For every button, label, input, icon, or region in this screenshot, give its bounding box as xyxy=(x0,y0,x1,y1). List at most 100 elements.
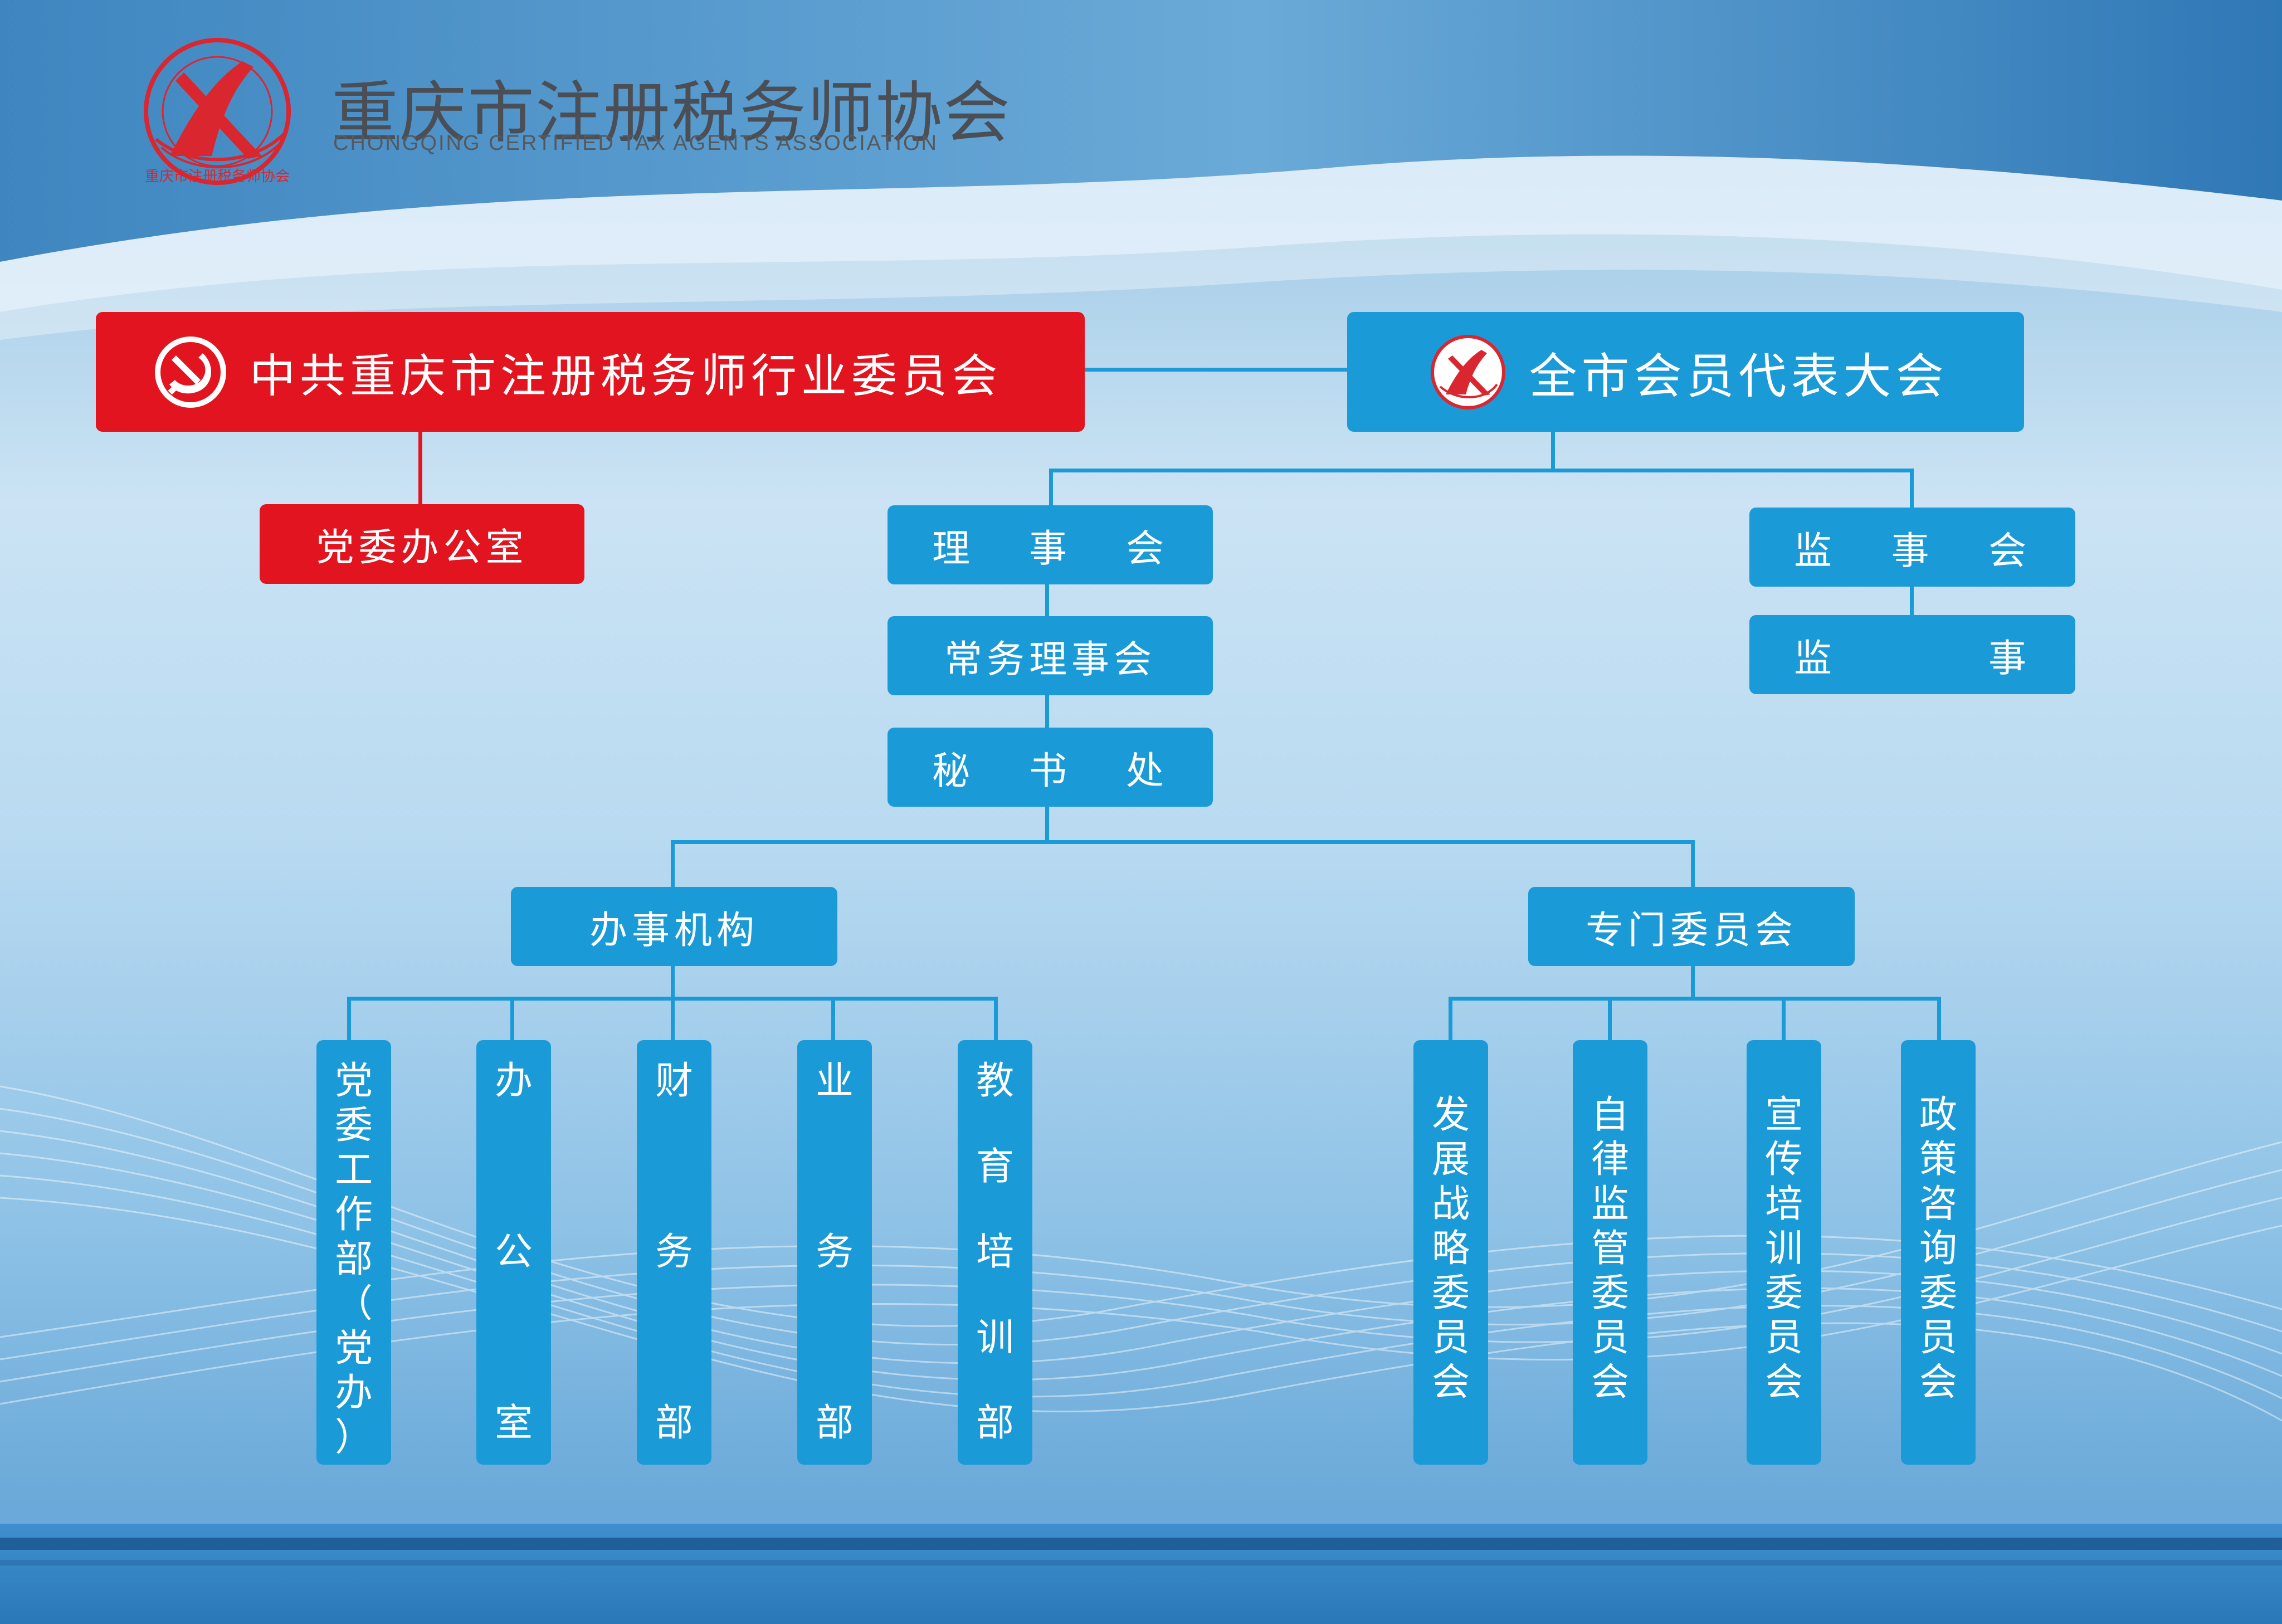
connector-comm-1 xyxy=(1449,997,1452,1041)
secretariat-char: 处 xyxy=(1125,749,1168,793)
connector-committees-bar xyxy=(1449,997,1941,1001)
department-finance: 财 务 部 xyxy=(637,1040,711,1465)
connector-comm-4 xyxy=(1937,997,1941,1041)
member-assembly-node: 全市会员代表大会 xyxy=(1347,312,2024,432)
committee-char: 会 xyxy=(1591,1360,1629,1404)
council-char: 事 xyxy=(1028,526,1071,571)
dept-char: 办 xyxy=(494,1059,533,1103)
council-char: 会 xyxy=(1125,526,1168,571)
department-office: 办 公 室 xyxy=(476,1040,551,1465)
secretariat-char: 书 xyxy=(1028,749,1071,793)
connector-to-council xyxy=(1049,469,1053,508)
committee-char: 宣 xyxy=(1764,1093,1803,1137)
dept-char: 部 xyxy=(655,1401,693,1445)
dept-char: 业 xyxy=(815,1059,854,1103)
dept-char: 部 xyxy=(976,1401,1014,1445)
committee-char: 委 xyxy=(1591,1271,1629,1315)
connector-council-standing xyxy=(1045,583,1049,618)
committee-char: 自 xyxy=(1591,1093,1629,1137)
dept-char: （ xyxy=(334,1282,373,1326)
dept-char: 务 xyxy=(815,1230,854,1274)
party-committee-node: 中共重庆市注册税务师行业委员会 xyxy=(96,312,1085,432)
dept-char: 委 xyxy=(334,1104,373,1148)
offices-label: 办事机构 xyxy=(589,908,759,953)
dept-char: ） xyxy=(334,1416,373,1460)
dept-char: 办 xyxy=(334,1371,373,1415)
department-education-training: 教 育 培 训 部 xyxy=(958,1040,1032,1465)
dept-char: 训 xyxy=(976,1315,1014,1360)
connector-to-supervisory xyxy=(1910,469,1914,509)
party-office-node: 党委办公室 xyxy=(260,504,584,584)
committee-char: 会 xyxy=(1431,1360,1470,1404)
connector-party-office xyxy=(418,431,422,505)
secretariat-node: 秘 书 处 xyxy=(888,728,1213,807)
committee-char: 训 xyxy=(1764,1227,1803,1271)
dept-char: 育 xyxy=(976,1144,1014,1189)
supervisory-board-node: 监 事 会 xyxy=(1749,508,2075,587)
committee-char: 询 xyxy=(1919,1227,1957,1271)
connector-standing-secretariat xyxy=(1045,694,1049,729)
committee-char: 战 xyxy=(1431,1182,1470,1226)
dept-char: 务 xyxy=(655,1230,693,1274)
connector-dept-3 xyxy=(671,997,675,1041)
association-subtitle: CHONGQING CERTIFIED TAX AGENTS ASSOCIATI… xyxy=(333,131,939,155)
association-logo-icon xyxy=(1430,334,1505,409)
committee-char: 律 xyxy=(1591,1138,1629,1182)
connector-to-offices xyxy=(671,840,675,888)
dept-char: 室 xyxy=(494,1401,533,1445)
committee-char: 会 xyxy=(1764,1360,1803,1404)
connector-to-committees xyxy=(1691,840,1695,888)
connector-comm-2 xyxy=(1608,997,1612,1041)
connector-comm-3 xyxy=(1782,997,1786,1041)
committee-char: 委 xyxy=(1764,1271,1803,1315)
connector-party-assembly xyxy=(1084,368,1349,372)
committee-char: 员 xyxy=(1919,1316,1957,1360)
standing-council-label: 常务理事会 xyxy=(944,637,1156,682)
council-char: 理 xyxy=(932,526,975,571)
committee-char: 监 xyxy=(1591,1182,1629,1226)
committee-char: 委 xyxy=(1919,1271,1957,1315)
committee-char: 咨 xyxy=(1919,1182,1957,1226)
dept-char: 部 xyxy=(334,1237,373,1281)
committee-char: 员 xyxy=(1431,1316,1470,1360)
committee-char: 管 xyxy=(1591,1227,1629,1271)
supervisor-node: 监 事 xyxy=(1749,615,2075,694)
committee-char: 略 xyxy=(1431,1227,1470,1271)
supervisory-board-char: 事 xyxy=(1891,529,1934,573)
committee-development-strategy: 发 展 战 略 委 员 会 xyxy=(1413,1040,1488,1465)
connector-secretariat-down xyxy=(1045,806,1049,843)
committees-node: 专门委员会 xyxy=(1528,887,1855,966)
dept-char: 财 xyxy=(655,1059,693,1103)
connector-assembly-bar xyxy=(1049,469,1914,472)
connector-dept-1 xyxy=(347,997,351,1041)
offices-node: 办事机构 xyxy=(511,887,837,966)
supervisory-board-char: 会 xyxy=(1988,529,2031,573)
connector-offices-down xyxy=(671,964,675,1000)
dept-char: 部 xyxy=(815,1401,854,1445)
dept-char: 党 xyxy=(334,1059,373,1103)
committees-label: 专门委员会 xyxy=(1585,908,1797,953)
party-office-label: 党委办公室 xyxy=(316,526,528,570)
committee-self-regulation: 自 律 监 管 委 员 会 xyxy=(1573,1040,1647,1465)
dept-char: 培 xyxy=(976,1230,1014,1274)
standing-council-node: 常务理事会 xyxy=(888,616,1213,695)
committee-char: 员 xyxy=(1764,1316,1803,1360)
committee-char: 委 xyxy=(1431,1271,1470,1315)
committee-char: 培 xyxy=(1764,1182,1803,1226)
party-committee-label: 中共重庆市注册税务师行业委员会 xyxy=(250,350,1002,403)
connector-committees-down xyxy=(1691,964,1695,1000)
connector-dept-2 xyxy=(510,997,514,1041)
association-logo: 重庆市注册税务师协会 xyxy=(144,38,291,185)
svg-text:重庆市注册税务师协会: 重庆市注册税务师协会 xyxy=(145,168,290,185)
committee-char: 员 xyxy=(1591,1316,1629,1360)
connector-supervisory-supervisor xyxy=(1910,585,1914,616)
connector-dept-5 xyxy=(994,997,998,1041)
dept-char: 教 xyxy=(976,1059,1014,1103)
dept-char: 公 xyxy=(494,1230,533,1274)
supervisor-char: 监 xyxy=(1794,636,1837,681)
dept-char: 作 xyxy=(334,1193,373,1237)
department-business: 业 务 部 xyxy=(797,1040,872,1465)
committee-char: 传 xyxy=(1764,1138,1803,1182)
